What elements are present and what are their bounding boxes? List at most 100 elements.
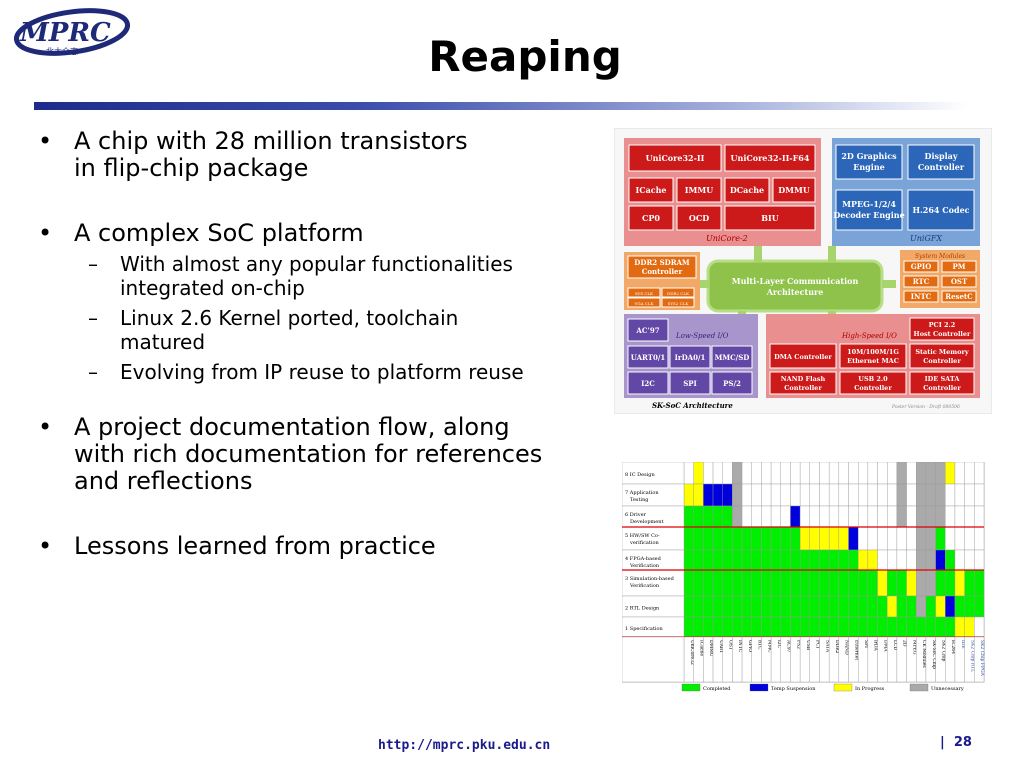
svg-text:Verification: Verification	[629, 583, 660, 589]
status-cell	[867, 505, 878, 528]
status-cell	[819, 595, 830, 618]
status-cell	[877, 616, 888, 638]
status-cell	[809, 569, 820, 597]
column-label: GPIO	[747, 640, 753, 652]
status-cell	[703, 505, 714, 528]
status-cell	[925, 505, 936, 528]
footer-url-link[interactable]: http://mprc.pku.edu.cn	[378, 738, 551, 753]
status-cell	[741, 569, 752, 597]
status-cell	[887, 569, 898, 597]
row-label: 6 Driver	[625, 512, 647, 518]
status-cell	[916, 461, 927, 485]
sub-bullet-item: – With almost any popular functionalitie…	[88, 252, 513, 300]
status-cell	[761, 526, 772, 551]
column-label: SK2 Chip FPGA	[979, 640, 985, 677]
status-cell	[732, 526, 743, 551]
status-cell	[780, 595, 791, 618]
status-cell	[799, 569, 811, 597]
status-cell	[770, 595, 781, 618]
status-cell	[925, 483, 936, 507]
status-cell	[790, 616, 801, 638]
status-cell	[828, 483, 840, 507]
column-label: DDR2	[834, 640, 840, 654]
status-cell	[945, 526, 956, 551]
page-title: Reaping	[428, 32, 622, 81]
status-cell	[857, 595, 869, 618]
column-label: IrDA	[873, 640, 879, 652]
status-cell	[732, 505, 743, 528]
status-cell	[954, 505, 965, 528]
svg-text:PM: PM	[952, 262, 965, 271]
status-cell	[741, 461, 752, 485]
status-cell	[964, 461, 975, 485]
column-label: DMMU	[708, 640, 714, 657]
status-cell	[751, 483, 762, 507]
dash-icon: –	[88, 306, 98, 330]
status-cell	[857, 569, 869, 597]
status-cell	[954, 461, 965, 485]
status-cell	[916, 483, 927, 507]
status-cell	[848, 595, 859, 618]
status-cell	[916, 595, 927, 618]
status-cell	[857, 549, 869, 571]
svg-text:High-Speed I/O: High-Speed I/O	[841, 332, 897, 340]
status-cell	[693, 549, 704, 571]
svg-text:Development: Development	[630, 519, 664, 525]
status-cell	[906, 616, 917, 638]
status-cell	[761, 505, 772, 528]
status-cell	[722, 595, 733, 618]
status-cell	[857, 505, 869, 528]
status-cell	[945, 595, 956, 618]
status-cell	[906, 569, 917, 597]
status-cell	[819, 549, 830, 571]
status-cell	[857, 526, 869, 551]
status-cell	[906, 461, 917, 485]
status-cell	[887, 483, 898, 507]
status-cell	[722, 505, 733, 528]
status-cell	[887, 595, 898, 618]
status-cell	[848, 616, 859, 638]
status-cell	[722, 549, 733, 571]
status-cell	[819, 483, 830, 507]
status-cell	[906, 526, 917, 551]
status-cell	[945, 461, 956, 485]
svg-text:MPEG-1/2/4: MPEG-1/2/4	[842, 199, 896, 209]
column-label: RTC	[757, 640, 763, 650]
status-cell	[896, 461, 907, 485]
status-cell	[838, 483, 849, 507]
status-cell	[896, 526, 907, 551]
status-cell	[819, 526, 830, 551]
bullet-item: • A project documentation flow, along wi…	[38, 413, 543, 495]
svg-text:Decoder Engine: Decoder Engine	[833, 210, 904, 220]
status-cell	[906, 505, 917, 528]
svg-text:Controller: Controller	[918, 162, 965, 172]
status-cell	[935, 549, 946, 571]
status-cell	[683, 595, 694, 618]
status-cell	[703, 483, 714, 507]
status-cell	[935, 616, 946, 638]
status-cell	[799, 526, 811, 551]
status-cell	[974, 549, 985, 571]
row-label: 3 Simulation-based	[625, 576, 675, 582]
svg-text:UART0/1: UART0/1	[631, 353, 666, 362]
status-cell	[857, 483, 869, 507]
status-cell	[703, 616, 714, 638]
svg-text:PS/2: PS/2	[723, 379, 741, 388]
status-cell	[848, 549, 859, 571]
svg-text:System Modules: System Modules	[915, 253, 965, 260]
row-label: 7 Application	[625, 490, 659, 496]
status-cell	[799, 461, 811, 485]
status-cell	[964, 549, 975, 571]
sub-bullet-item: – Evolving from IP reuse to platform reu…	[88, 360, 524, 384]
status-cell	[703, 569, 714, 597]
svg-text:DDR2 SDRAM: DDR2 SDRAM	[634, 258, 690, 267]
dash-icon: –	[88, 252, 98, 276]
status-cell	[925, 595, 936, 618]
status-cell	[703, 526, 714, 551]
status-cell	[809, 461, 820, 485]
status-cell	[761, 595, 772, 618]
status-cell	[954, 595, 965, 618]
svg-text:DCache: DCache	[730, 185, 764, 195]
status-cell	[780, 505, 791, 528]
status-cell	[770, 616, 781, 638]
